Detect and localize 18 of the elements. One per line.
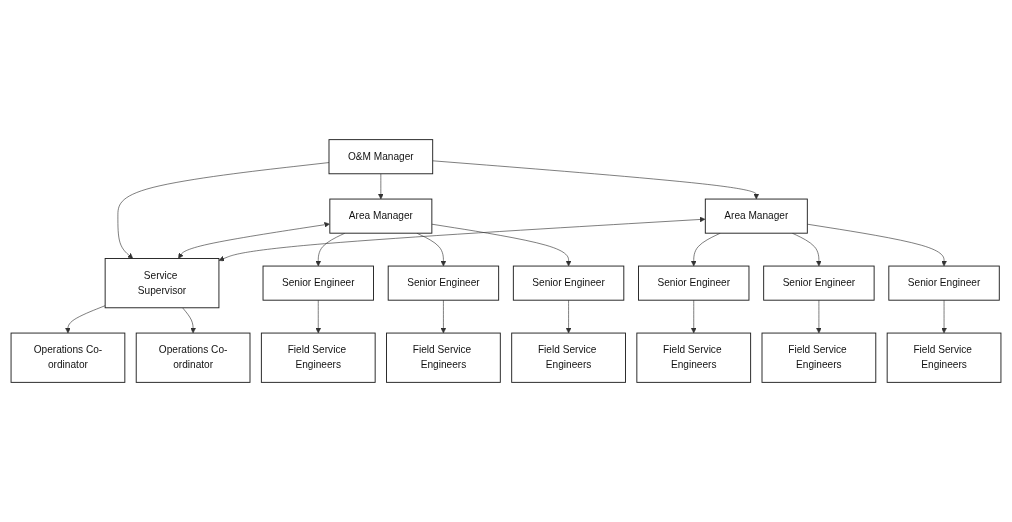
node-box: Field Service Engineers bbox=[886, 332, 1002, 383]
node-box: Senior Engineer bbox=[512, 265, 625, 301]
node-box: Field Service Engineers bbox=[511, 332, 626, 383]
node-box: Operations Co-ordinator bbox=[10, 332, 126, 383]
node-box: Field Service Engineers bbox=[761, 332, 877, 383]
node-box: Operations Co-ordinator bbox=[135, 332, 251, 383]
node-box: Service Supervisor bbox=[104, 258, 220, 309]
node-box: Field Service Engineers bbox=[260, 332, 376, 383]
node-box: Senior Engineer bbox=[262, 265, 374, 301]
node-box: O&M Manager bbox=[328, 139, 434, 175]
node-box: Field Service Engineers bbox=[386, 332, 501, 383]
node-box: Senior Engineer bbox=[763, 265, 875, 301]
node-box: Senior Engineer bbox=[387, 265, 500, 301]
node-box: Senior Engineer bbox=[638, 265, 750, 301]
node-box: Senior Engineer bbox=[888, 265, 1000, 301]
node-box: Field Service Engineers bbox=[636, 332, 752, 383]
node-box: Area Manager bbox=[329, 198, 433, 234]
node-box: Area Manager bbox=[704, 198, 808, 234]
